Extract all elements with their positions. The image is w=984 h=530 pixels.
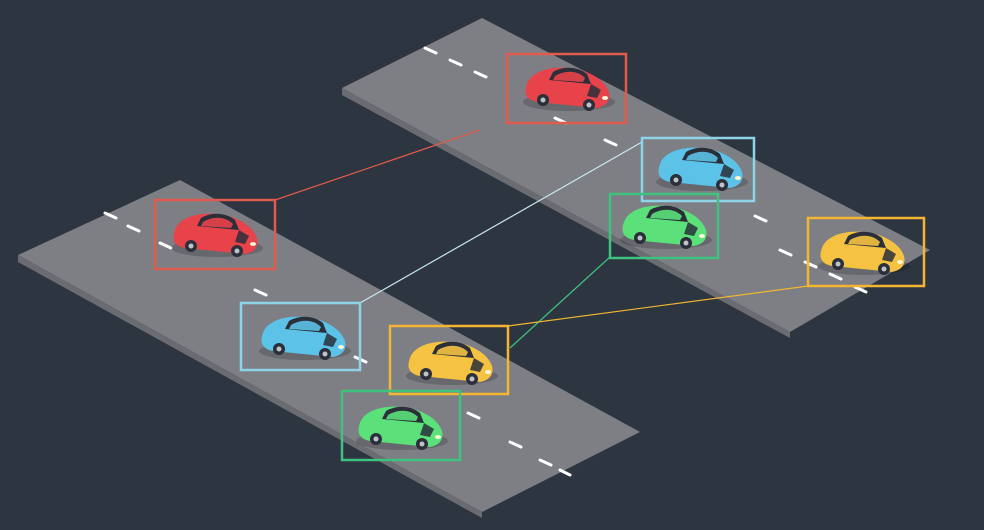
bbox-right-blue xyxy=(640,136,756,203)
match-line-yellow xyxy=(507,285,809,327)
match-lines xyxy=(274,129,809,349)
bounding-boxes xyxy=(153,52,926,462)
bbox-right-green xyxy=(608,192,720,260)
bbox-left-yellow xyxy=(388,324,510,396)
match-line-green xyxy=(509,256,611,349)
match-line-red xyxy=(274,129,481,201)
car-right-red xyxy=(523,67,615,111)
bbox-right-yellow xyxy=(806,216,926,288)
bbox-left-blue xyxy=(239,301,362,372)
bbox-right-red xyxy=(505,52,628,125)
bbox-left-red xyxy=(153,198,277,271)
match-line-blue xyxy=(359,141,643,304)
bbox-left-green xyxy=(340,389,462,462)
road-right xyxy=(342,18,930,338)
